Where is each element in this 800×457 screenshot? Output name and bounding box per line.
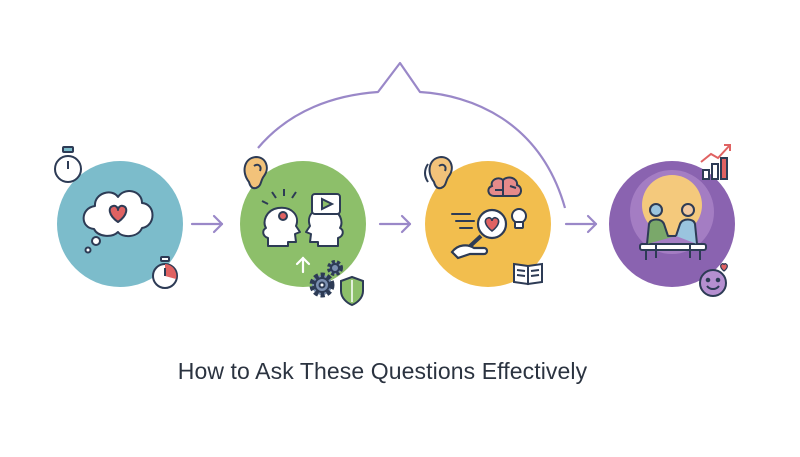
step-3-circle (424, 155, 551, 287)
stopwatch-icon (54, 146, 82, 183)
up-arrow-icon (295, 256, 311, 274)
gears-icon (309, 260, 343, 298)
growth-chart-icon (700, 144, 731, 180)
lightbulb-icon (511, 208, 527, 229)
smiley-icon (699, 262, 728, 297)
two-heads-icon (261, 189, 344, 247)
video-play-icon (311, 193, 341, 215)
shield-icon (340, 275, 364, 307)
step-1-circle (54, 146, 183, 289)
brain-icon (487, 176, 522, 197)
two-people-bench-icon (639, 203, 707, 260)
step-2-circle (240, 155, 366, 307)
flow-arrow-3 (564, 214, 598, 234)
speed-lines (451, 213, 475, 229)
flow-arrow-1 (190, 214, 224, 234)
step-4-circle (609, 144, 735, 297)
magnifier-heart-icon (450, 208, 508, 260)
thought-bubble-heart-icon (82, 190, 154, 254)
diagram-title: How to Ask These Questions Effectively (177, 358, 588, 384)
timer-icon (152, 256, 178, 289)
feedback-arc (257, 61, 567, 209)
ear-icon (424, 155, 453, 190)
ear-icon (243, 155, 268, 190)
book-icon (513, 262, 543, 286)
flow-arrow-2 (378, 214, 412, 234)
